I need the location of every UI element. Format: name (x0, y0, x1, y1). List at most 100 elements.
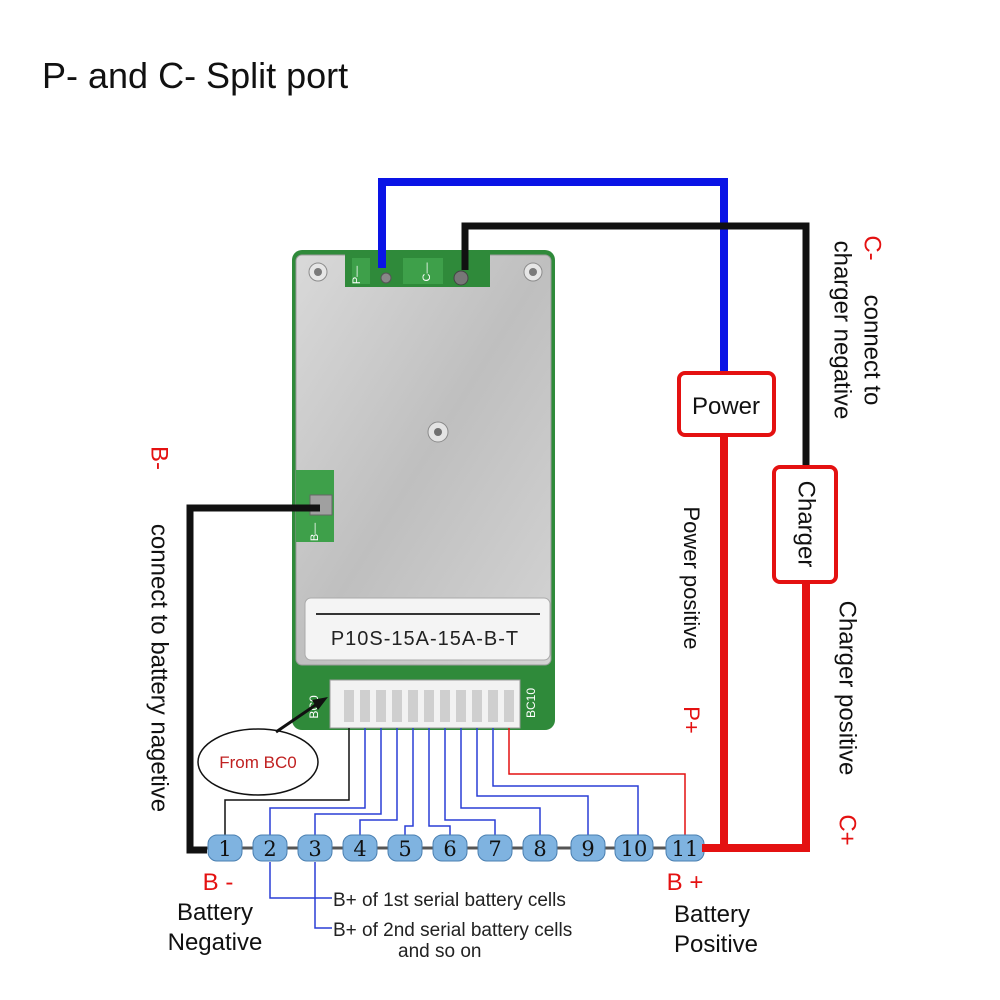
wire-bc7 (460, 728, 541, 838)
terminal-body (477, 834, 513, 862)
terminal-4: 4 (342, 834, 378, 862)
terminal-7: 7 (477, 834, 513, 862)
bc10-label: BC10 (524, 688, 538, 718)
c-minus-desc-1: connect to (859, 295, 886, 406)
b-pad-label: B— (309, 523, 321, 541)
p-minus-screw (380, 272, 392, 284)
connector-pin (472, 690, 482, 722)
terminal-9: 9 (570, 834, 606, 862)
b-minus-desc: connect to battery nagetive (146, 524, 173, 812)
p-pad-area (352, 258, 370, 284)
terminal-number: 1 (218, 837, 231, 861)
connector-pin (488, 690, 498, 722)
connector-pin (424, 690, 434, 722)
note-1-leader (269, 862, 332, 899)
b-minus-label: B - (203, 869, 234, 896)
wire-bc10 (508, 728, 686, 838)
from-bc0-arrow-line (275, 700, 321, 734)
terminal-body (570, 834, 606, 862)
terminal-10: 10 (614, 834, 654, 862)
terminal-8: 8 (522, 834, 558, 862)
terminal-1: 1 (207, 834, 243, 862)
note-2: B+ of 2nd serial battery cells (333, 920, 572, 941)
mount-hole-tl-inner (314, 268, 322, 276)
power-wires (186, 178, 810, 854)
terminal-body (522, 834, 558, 862)
red-p-plus-wire (702, 436, 728, 852)
terminal-2: 2 (252, 834, 288, 862)
c-minus-label: C- (859, 235, 886, 260)
wire-bc2 (314, 728, 382, 838)
c-minus-screw (453, 270, 469, 286)
red-c-plus-wire (724, 582, 810, 852)
connector-pins (344, 690, 514, 722)
charger-box (772, 465, 838, 584)
connector-pin (440, 690, 450, 722)
connector-pin (456, 690, 466, 722)
p-pad-label: P— (351, 266, 363, 284)
connector-pin (376, 690, 386, 722)
terminal-number: 5 (398, 837, 411, 861)
c-minus-desc-2: charger negative (829, 241, 856, 420)
blue-p-minus-wire (378, 178, 728, 372)
b-minus-side-label: B- (146, 446, 173, 470)
terminal-body (297, 834, 333, 862)
battery-negative-line1: Battery (177, 899, 253, 926)
note-3: and so on (398, 941, 481, 962)
mount-hole-center-inner (434, 428, 442, 436)
note-1: B+ of 1st serial battery cells (333, 890, 566, 911)
connector-pin (504, 690, 514, 722)
note-2-leader (314, 862, 332, 929)
terminal-number: 11 (672, 837, 699, 861)
from-bc0-bubble (197, 728, 319, 796)
power-positive-label: Power positive (679, 506, 704, 649)
terminal-number: 10 (621, 837, 648, 861)
wire-bc9 (492, 728, 639, 838)
balance-wires (224, 728, 686, 838)
mount-hole-tr-inner (529, 268, 537, 276)
wire-bc0 (224, 728, 350, 838)
terminal-body (432, 834, 468, 862)
battery-positive-line2: Positive (674, 931, 758, 958)
wire-bc4 (404, 728, 414, 838)
c-pad-label: C— (421, 263, 433, 282)
page-title: P- and C- Split port (42, 55, 349, 96)
terminal-5: 5 (387, 834, 423, 862)
wire-bc1 (269, 728, 366, 838)
terminal-number: 6 (443, 837, 456, 861)
battery-negative-line2: Negative (168, 929, 263, 956)
connector-pin (392, 690, 402, 722)
from-bc0-label: From BC0 (219, 753, 296, 772)
power-box (677, 371, 776, 437)
bms-board: P— C— B— P10S-15A-15A-B-T (292, 250, 555, 730)
connector-pin (408, 690, 418, 722)
battery-positive-line1: Battery (674, 901, 750, 928)
terminal-number: 9 (581, 837, 594, 861)
model-number: P10S-15A-15A-B-T (331, 628, 519, 650)
terminal-number: 2 (263, 837, 276, 861)
wire-bc6 (444, 728, 496, 838)
charger-box-label: Charger (793, 481, 820, 568)
black-b-minus-wire (186, 504, 320, 854)
charger-positive-label: Charger positive (834, 601, 861, 776)
black-c-minus-wire (461, 222, 810, 466)
terminal-body (387, 834, 423, 862)
terminal-number: 8 (533, 837, 546, 861)
terminal-body (614, 834, 654, 862)
terminal-body (342, 834, 378, 862)
c-plus-label: C+ (834, 814, 861, 845)
terminal-number: 7 (488, 837, 501, 861)
from-bc0-arrow-head (312, 697, 328, 710)
connector-pin (344, 690, 354, 722)
terminal-body (207, 834, 243, 862)
wire-bc5 (428, 728, 451, 838)
wire-bc8 (476, 728, 589, 838)
power-box-label: Power (692, 393, 760, 420)
c-pad-area (403, 258, 443, 284)
terminal-3: 3 (297, 834, 333, 862)
b-plus-label: B + (667, 869, 704, 896)
p-plus-label: P+ (679, 706, 704, 734)
connector-pin (360, 690, 370, 722)
